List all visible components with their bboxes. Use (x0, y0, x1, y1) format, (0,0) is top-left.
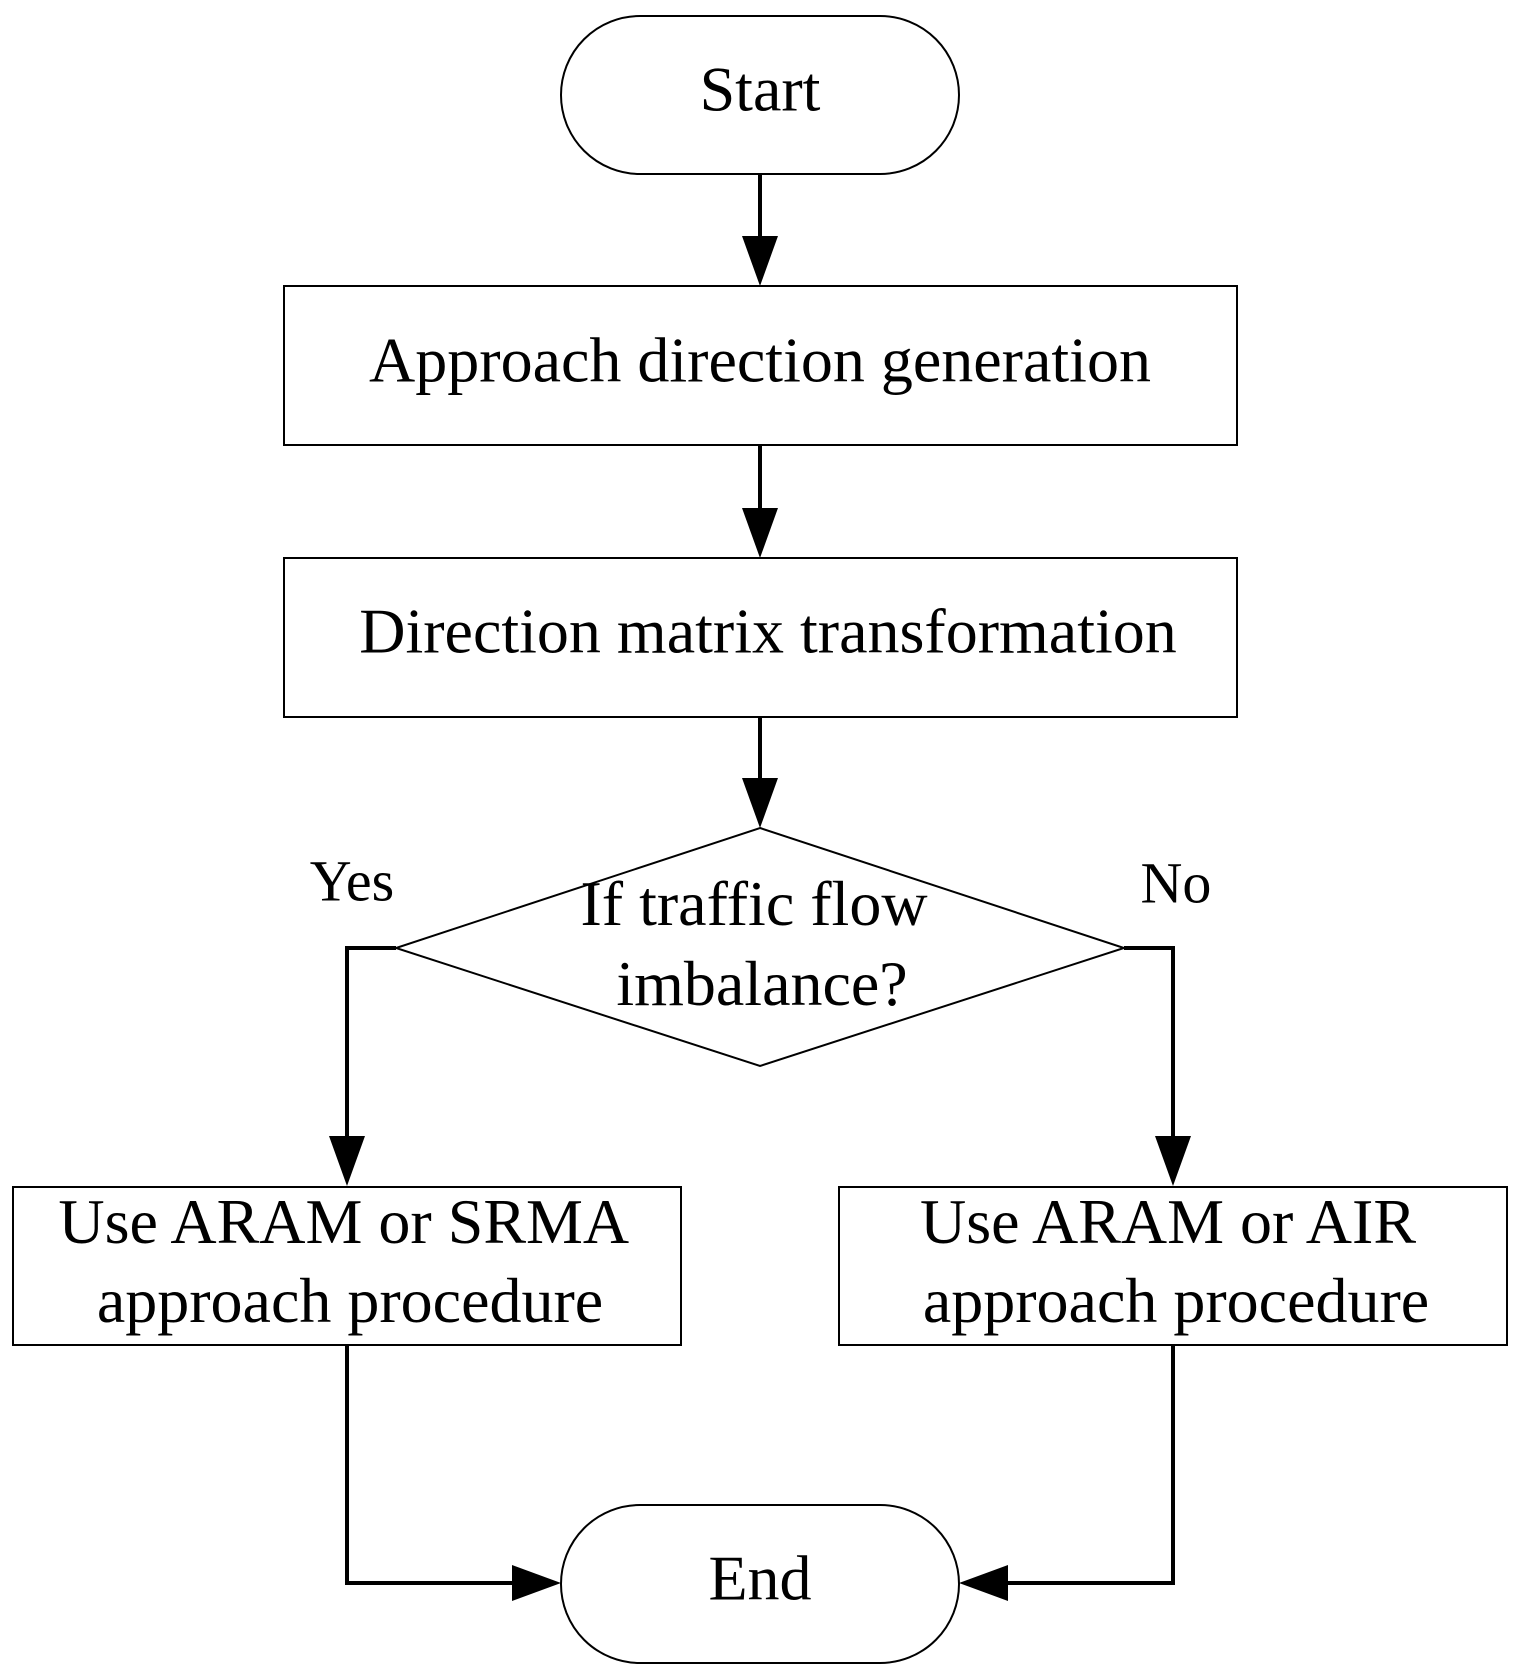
direction-matrix-transformation-label: Direction matrix transformation (359, 596, 1177, 667)
arrowhead-no-action-to-end (959, 1565, 1008, 1601)
edge-decision-to-no-action (1124, 946, 1175, 1140)
approach-direction-generation-label: Approach direction generation (369, 325, 1151, 396)
start-label: Start (700, 54, 821, 125)
no-action-label: Use ARAM or AIR approach procedure (920, 1186, 1432, 1336)
approach-direction-generation-box (283, 285, 1238, 446)
arrowhead-approach-to-matrix (742, 508, 778, 558)
edge-no-action-to-end (1004, 1345, 1175, 1585)
yes-action-label-line-1: Use ARAM or SRMA (58, 1186, 629, 1257)
decision-label-line-1: If traffic flow (580, 868, 927, 939)
yes-action-label: Use ARAM or SRMA approach procedure (58, 1186, 641, 1336)
decision-label-line-2: imbalance? (616, 948, 907, 1019)
edge-yes-action-to-end (345, 1345, 516, 1585)
no-branch-label: No (1141, 850, 1212, 915)
end-terminal (560, 1504, 960, 1664)
no-action-label-line-2: approach procedure (923, 1265, 1429, 1336)
no-action-label-line-1: Use ARAM or AIR (920, 1186, 1416, 1257)
yes-action-box (12, 1186, 682, 1346)
arrowhead-decision-to-yes-action (329, 1136, 365, 1186)
yes-branch-label: Yes (310, 848, 394, 913)
decision-label: If traffic flow imbalance? (580, 868, 943, 1019)
arrowhead-decision-to-no-action (1155, 1136, 1191, 1186)
arrowhead-start-to-approach (742, 236, 778, 286)
arrowhead-yes-action-to-end (512, 1565, 561, 1601)
end-label: End (708, 1543, 811, 1614)
no-action-box (838, 1186, 1508, 1346)
edge-decision-to-yes-action (345, 946, 396, 1140)
traffic-imbalance-decision (392, 826, 1128, 1068)
yes-action-label-line-2: approach procedure (97, 1265, 603, 1336)
arrowhead-matrix-to-decision (742, 778, 778, 828)
